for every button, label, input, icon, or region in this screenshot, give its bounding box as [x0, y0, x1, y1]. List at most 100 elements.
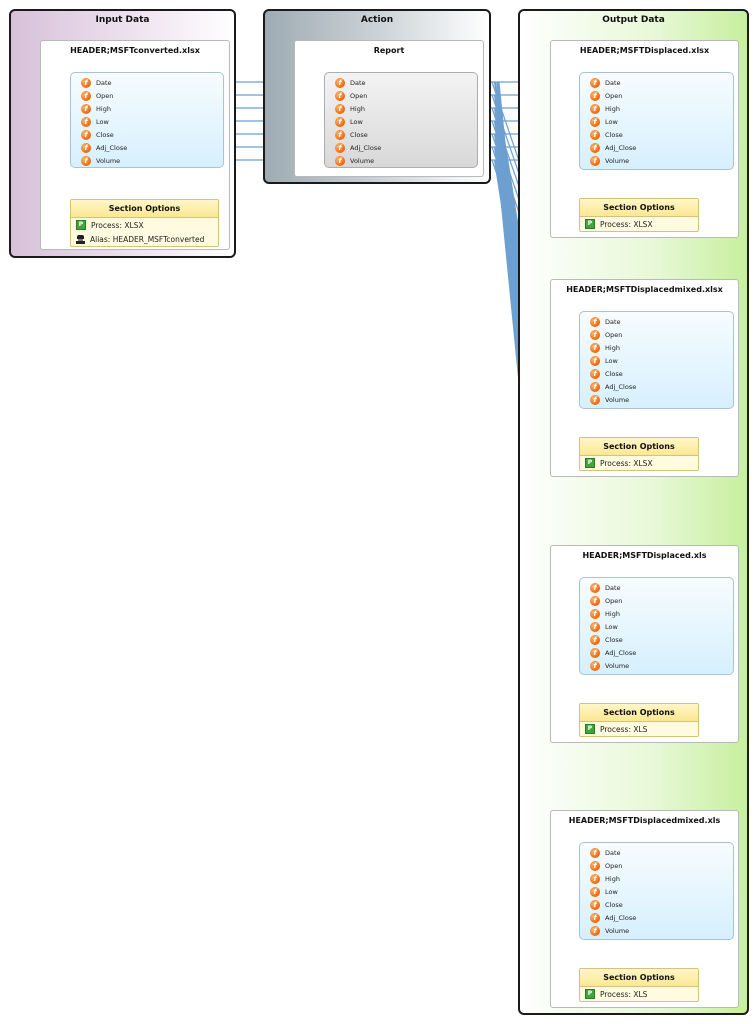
field-icon: f — [590, 382, 600, 392]
output-document-title: HEADER;MSFTDisplaced.xls — [582, 551, 707, 560]
field-icon: f — [81, 104, 91, 114]
field-icon: f — [81, 117, 91, 127]
field-icon: f — [335, 104, 345, 114]
input-panel-title: Input Data — [95, 15, 150, 25]
alias-spy-icon — [76, 234, 85, 244]
field-icon: f — [335, 130, 345, 140]
field-icon: f — [590, 356, 600, 366]
process-icon: P — [585, 219, 595, 229]
field-icon: f — [590, 143, 600, 153]
process-icon: P — [585, 458, 595, 468]
field-icon: f — [590, 78, 600, 88]
field-icon: f — [81, 143, 91, 153]
field-icon: f — [590, 874, 600, 884]
field-icon: f — [335, 117, 345, 127]
field-icon: f — [590, 926, 600, 936]
field-icon: f — [590, 130, 600, 140]
field-icon: f — [590, 913, 600, 923]
field-icon: f — [590, 330, 600, 340]
output-document-title: HEADER;MSFTDisplacedmixed.xlsx — [566, 285, 723, 294]
field-icon: f — [81, 156, 91, 166]
input-document-title: HEADER;MSFTconverted.xlsx — [70, 46, 200, 55]
field-icon: f — [590, 369, 600, 379]
field-icon: f — [590, 395, 600, 405]
field-icon: f — [590, 900, 600, 910]
field-icon: f — [590, 848, 600, 858]
output-document-title: HEADER;MSFTDisplacedmixed.xls — [568, 816, 721, 825]
field-icon: f — [590, 583, 600, 593]
field-icon: f — [590, 635, 600, 645]
field-icon: f — [590, 343, 600, 353]
field-icon: f — [590, 648, 600, 658]
field-icon: f — [590, 661, 600, 671]
field-icon: f — [335, 143, 345, 153]
field-icon: f — [81, 78, 91, 88]
field-icon: f — [590, 104, 600, 114]
section-options-title: Section Options — [580, 969, 698, 987]
